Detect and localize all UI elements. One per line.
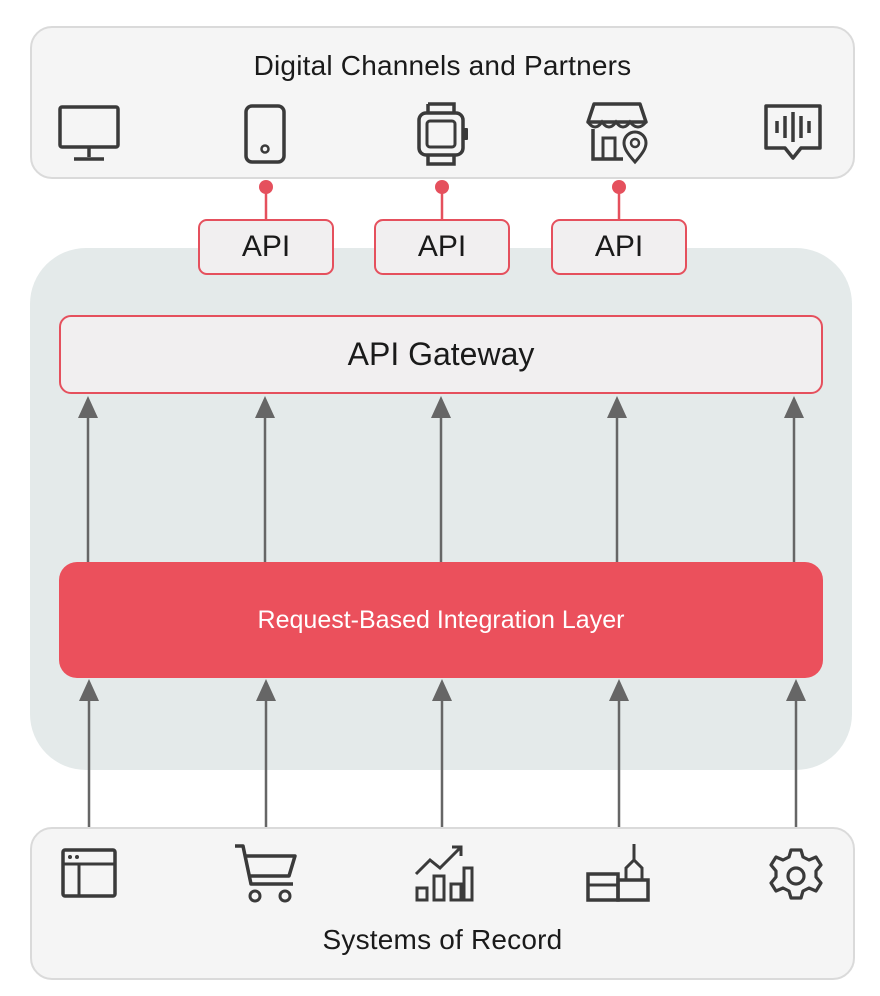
api-box-2: API: [374, 219, 510, 275]
arrow-systems-to-integration-5: [786, 679, 806, 827]
store-location-icon: [586, 102, 648, 165]
smartphone-icon: [244, 104, 286, 164]
voice-assistant-icon: [764, 104, 822, 160]
arrow-integration-to-gateway-4: [607, 396, 627, 562]
api-connector-3: [612, 180, 626, 219]
analytics-chart-icon: [414, 845, 474, 902]
integration-layer-label: Request-Based Integration Layer: [257, 605, 625, 634]
arrow-systems-to-integration-3: [432, 679, 452, 827]
arrow-integration-to-gateway-1: [78, 396, 98, 562]
monitor-icon: [58, 105, 120, 161]
digital-channels-title: Digital Channels and Partners: [253, 50, 632, 81]
shopping-cart-icon: [235, 844, 297, 903]
systems-of-record-panel: Systems of Record: [30, 827, 855, 980]
api-box-1: API: [198, 219, 334, 275]
api-gateway-label: API Gateway: [347, 336, 535, 372]
smartwatch-icon: [417, 102, 468, 166]
systems-of-record-title: Systems of Record: [322, 924, 563, 955]
arrow-integration-to-gateway-2: [255, 396, 275, 562]
arrow-integration-to-gateway-5: [784, 396, 804, 562]
api-box-label: API: [417, 230, 467, 263]
browser-window-icon: [61, 848, 117, 898]
api-connector-1: [259, 180, 273, 219]
api-box-label: API: [241, 230, 291, 263]
arrow-systems-to-integration-1: [79, 679, 99, 827]
warehouse-icon: [586, 844, 650, 902]
integration-layer-box: Request-Based Integration Layer: [59, 562, 823, 678]
api-connector-2: [435, 180, 449, 219]
arrow-integration-to-gateway-3: [431, 396, 451, 562]
api-box-label: API: [594, 230, 644, 263]
arrow-systems-to-integration-4: [609, 679, 629, 827]
arrow-systems-to-integration-2: [256, 679, 276, 827]
api-box-3: API: [551, 219, 687, 275]
settings-gear-icon: [769, 848, 823, 900]
api-gateway-box: API Gateway: [59, 315, 823, 394]
